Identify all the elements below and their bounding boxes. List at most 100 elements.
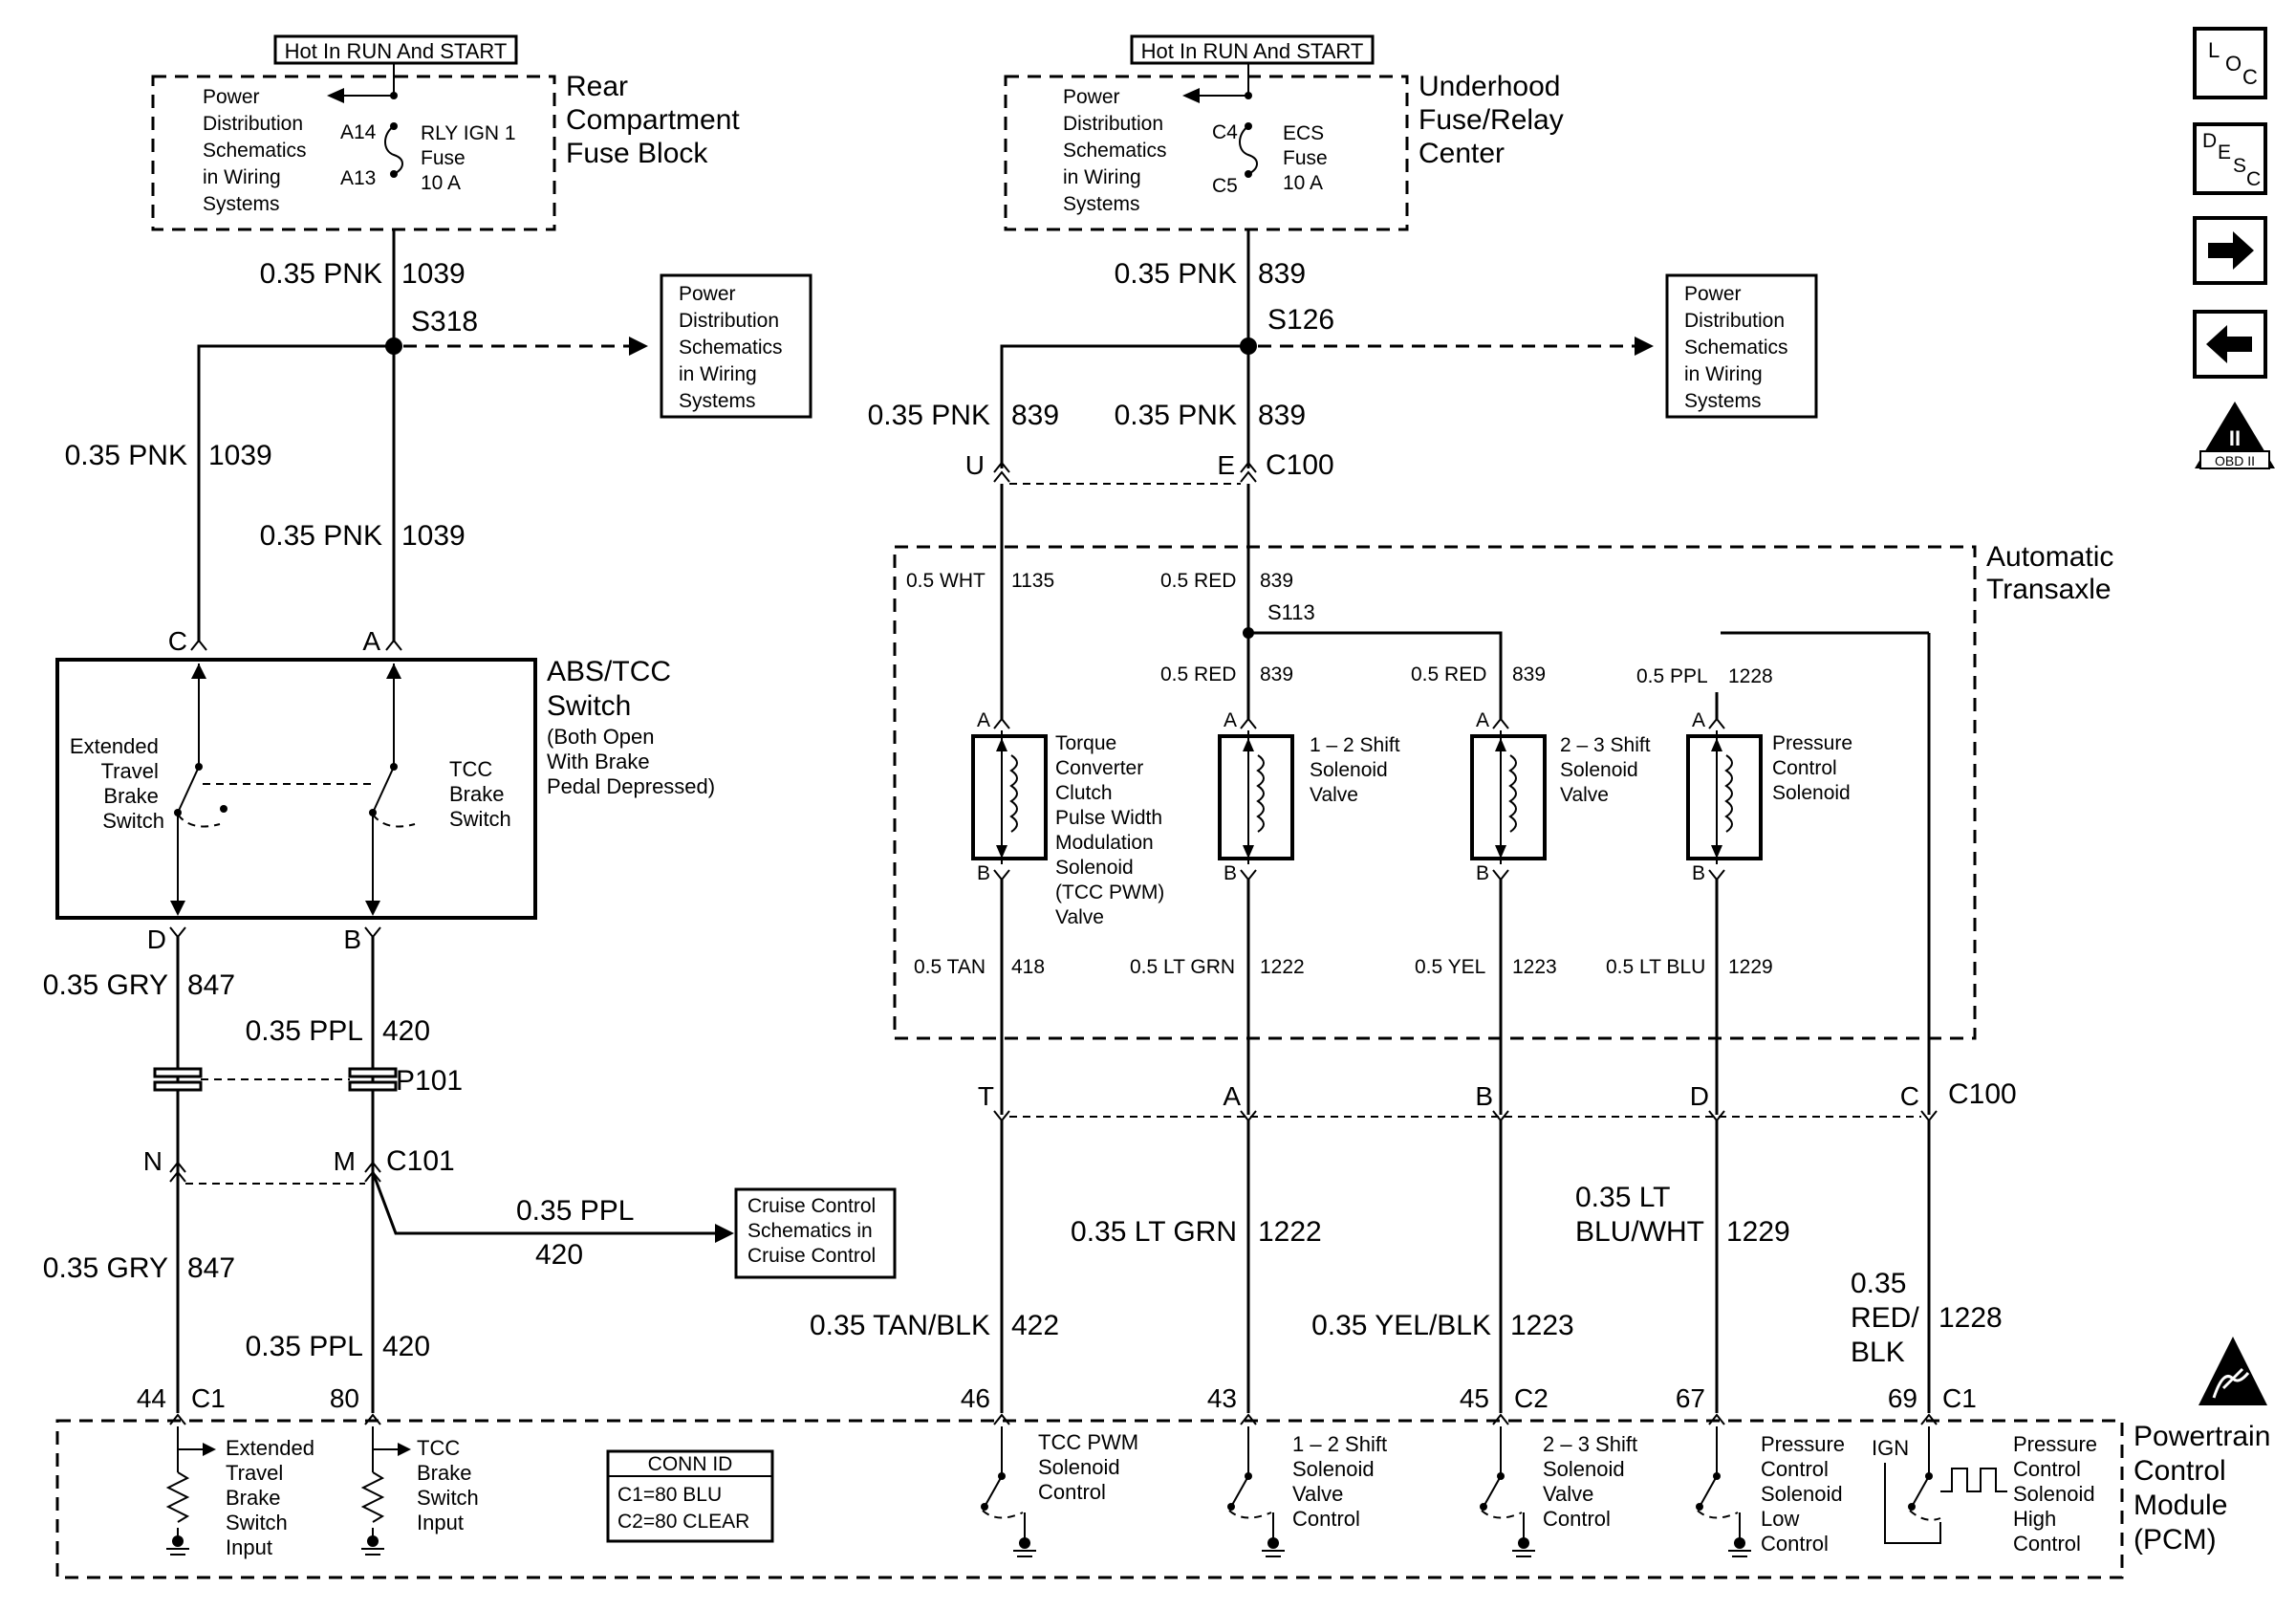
pin-label: A xyxy=(1476,709,1489,731)
hot-label-left: Hot In RUN And START xyxy=(285,39,508,63)
pin-label: 69 xyxy=(1888,1383,1917,1413)
wire-label: 847 xyxy=(187,1252,235,1284)
wire-label: 0.35 TAN/BLK xyxy=(810,1310,990,1341)
connector-icon xyxy=(169,1161,186,1173)
p101-label: P101 xyxy=(396,1065,463,1097)
pc-high-driver: IGN Pressure Control Solenoid High Contr… xyxy=(1872,1426,2097,1556)
wire-label: 0.35 GRY xyxy=(43,1252,168,1284)
shift23-driver: 2 – 3 Shift Solenoid Valve Control xyxy=(1480,1426,1637,1557)
loc-letter: C xyxy=(2242,65,2258,89)
wire-label: 0.5 RED xyxy=(1160,664,1236,685)
tcc-pwm-driver: TCC PWM Solenoid Control xyxy=(981,1426,1138,1557)
back-arrow-icon[interactable] xyxy=(2193,310,2267,379)
pin-label: A xyxy=(1223,1081,1241,1111)
pin-label: C2 xyxy=(1514,1383,1549,1413)
abs-tcc-switch: C A ABS/TCC Switch (Both Open With Brake… xyxy=(55,626,715,954)
connector-icon xyxy=(1708,869,1725,881)
wire-label: 1229 xyxy=(1728,956,1773,978)
ground-icon xyxy=(1267,1537,1279,1549)
shift-12-solenoid: A B 1 – 2 Shift Solenoid Valve xyxy=(1218,709,1400,884)
splice-s318: S318 xyxy=(411,306,478,337)
wire-label: 839 xyxy=(1512,664,1546,685)
arrow-right-icon xyxy=(1635,337,1654,356)
pcm-title: Powertrain Control Module (PCM) xyxy=(2134,1421,2279,1556)
wire-label: 0.35 GRY xyxy=(43,969,168,1001)
pds-box-right[interactable]: Power Distribution Schematics in Wiring … xyxy=(1665,273,1818,419)
coil-icon xyxy=(1009,754,1018,833)
wire-label: 418 xyxy=(1011,956,1045,978)
pds-box-left-text: Power Distribution Schematics in Wiring … xyxy=(679,283,788,412)
wire-label: 1223 xyxy=(1510,1310,1574,1341)
ground-icon xyxy=(172,1535,184,1547)
pin-label: B xyxy=(1692,862,1705,884)
wire-label: 0.35 PNK xyxy=(260,520,382,552)
pin-label: B xyxy=(343,925,361,954)
c101-label: C101 xyxy=(386,1145,455,1177)
switch-contact-icon xyxy=(984,1475,1003,1508)
wire-label: 839 xyxy=(1258,400,1306,431)
pin-label: C xyxy=(168,626,187,656)
wire-label: 839 xyxy=(1258,258,1306,290)
tcc-brake-switch-label: TCC Brake Switch xyxy=(449,757,511,831)
desc-letter: C xyxy=(2246,168,2261,190)
fuse-icon xyxy=(384,125,403,175)
switch-contact-icon xyxy=(177,766,200,814)
transaxle-title: Automatic Transaxle xyxy=(1986,541,2122,605)
next-arrow-icon[interactable] xyxy=(2193,216,2267,285)
wire-label: 1222 xyxy=(1260,956,1305,978)
pin-c5: C5 xyxy=(1212,175,1238,197)
resistor-icon xyxy=(360,1471,385,1523)
pds-box-right-text: Power Distribution Schematics in Wiring … xyxy=(1684,283,1793,412)
shift12-driver-label: 1 – 2 Shift Solenoid Valve Control xyxy=(1292,1432,1393,1531)
pin-label: N xyxy=(143,1146,162,1176)
pin-label: A xyxy=(977,709,990,731)
pin-label: 45 xyxy=(1460,1383,1489,1413)
wire-label: 1039 xyxy=(401,520,466,552)
connector-icon xyxy=(993,1413,1010,1425)
pin-label: C1 xyxy=(191,1383,226,1413)
wire-label: 1229 xyxy=(1726,1216,1790,1248)
wire-label: 0.5 YEL xyxy=(1415,956,1485,978)
pressure-control-solenoid-label: Pressure Control Solenoid xyxy=(1772,732,1858,804)
loc-letter: O xyxy=(2225,52,2242,76)
switch-contact-icon xyxy=(1699,1475,1718,1508)
location-icon[interactable]: L O C xyxy=(2193,27,2267,99)
wire-label: 1223 xyxy=(1512,956,1557,978)
connector-icon xyxy=(1240,1413,1257,1425)
wire-label: 1222 xyxy=(1258,1216,1322,1248)
ext-brake-input-label: Extended Travel Brake Switch Input xyxy=(226,1436,320,1559)
connector-icon xyxy=(1240,461,1257,473)
pin-label: C1 xyxy=(1942,1383,1977,1413)
pc-low-driver-label: Pressure Control Solenoid Low Control xyxy=(1761,1432,1851,1556)
wire-label: 839 xyxy=(1260,664,1293,685)
wire-label: 0.35 PNK xyxy=(868,400,990,431)
underhood-fuse-center: Hot In RUN And START Underhood Fuse/Rela… xyxy=(1004,34,1564,231)
pin-label: B xyxy=(1476,862,1489,884)
pds-box-left[interactable]: Power Distribution Schematics in Wiring … xyxy=(660,273,812,419)
conn-id-c2: C2=80 CLEAR xyxy=(617,1511,749,1533)
wire-label: 0.35 YEL/BLK xyxy=(1311,1310,1491,1341)
obd-ii-icon[interactable]: II OBD II xyxy=(2195,402,2275,469)
pin-label: B xyxy=(1224,862,1237,884)
connector-icon xyxy=(169,926,186,939)
connector-icon xyxy=(1920,1413,1938,1425)
pin-label: A xyxy=(362,626,380,656)
cruise-control-ref-box[interactable]: Cruise Control Schematics in Cruise Cont… xyxy=(734,1187,897,1279)
connector-icon xyxy=(1708,717,1725,729)
coil-icon xyxy=(1724,754,1733,833)
ign-label: IGN xyxy=(1872,1436,1909,1460)
connector-icon xyxy=(364,926,381,939)
wire-label: 420 xyxy=(535,1239,583,1271)
wire-label: 839 xyxy=(1260,570,1293,592)
description-icon[interactable]: D E S C xyxy=(2193,122,2267,195)
rear-fuse-block: Hot In RUN And START Rear Compartment Fu… xyxy=(151,34,740,231)
wire-label: 0.5 LT GRN xyxy=(1130,956,1235,978)
desc-letter: S xyxy=(2233,155,2246,177)
arrow-left-icon xyxy=(1182,88,1200,103)
splice-s126: S126 xyxy=(1267,304,1334,336)
pin-a13: A13 xyxy=(340,167,376,189)
connector-icon xyxy=(169,1413,186,1425)
wire-label: 839 xyxy=(1011,400,1059,431)
switch-contact-icon xyxy=(1483,1475,1502,1508)
pin-label: U xyxy=(965,450,985,480)
